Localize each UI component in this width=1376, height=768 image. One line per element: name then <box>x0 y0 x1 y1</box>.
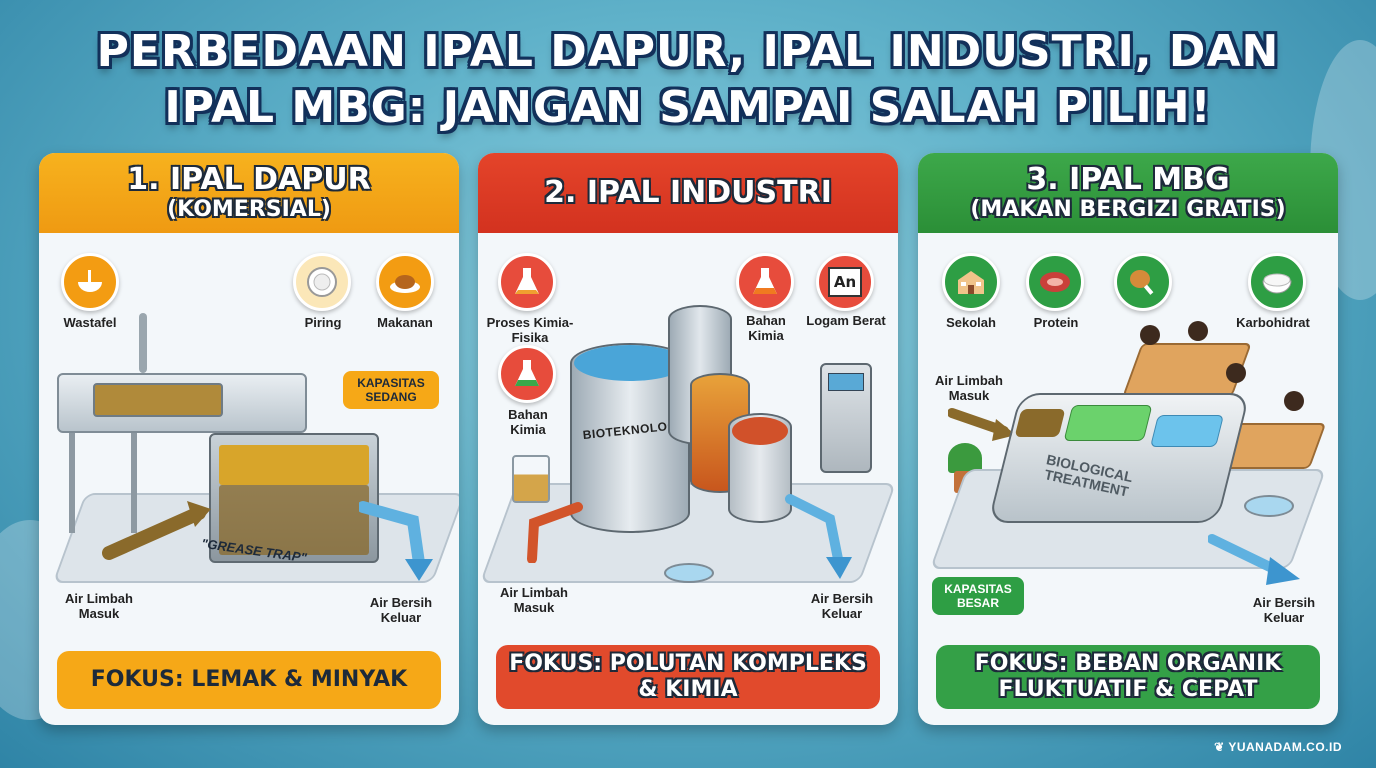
label-sekolah: Sekolah <box>946 315 996 330</box>
outflow-arrow-icon <box>1208 534 1300 585</box>
outflow-arrow-icon <box>359 501 433 581</box>
faucet <box>139 313 147 373</box>
leaf-icon: ❦ <box>1214 740 1229 754</box>
panel-header: 1. IPAL DAPUR (KOMERSIAL) <box>39 153 459 233</box>
kitchen-scene: Wastafel Piring Makanan KAPASITAS SEDANG… <box>39 233 459 643</box>
clean-water-chamber <box>1150 415 1224 447</box>
panel-header: 2. IPAL INDUSTRI <box>478 153 898 233</box>
chicken-leg-icon <box>1114 253 1172 311</box>
plate-icon <box>293 253 351 311</box>
school-icon <box>942 253 1000 311</box>
sink-icon <box>61 253 119 311</box>
mbg-scene: Sekolah Protein Karbohidrat Air Limbah M… <box>918 233 1338 643</box>
table-leg <box>69 433 75 533</box>
grease-layer <box>219 445 369 485</box>
panel-ipal-mbg: 3. IPAL MBG (MAKAN BERGIZI GRATIS) Sekol… <box>918 153 1338 725</box>
focus-banner: FOKUS: LEMAK & MINYAK <box>57 651 441 709</box>
waste-layer <box>219 485 369 555</box>
industry-scene: Proses Kimia-Fisika Bahan Kimia Bahan Ki… <box>478 233 898 643</box>
label-proses: Proses Kimia-Fisika <box>486 315 574 345</box>
aeration-chamber <box>1063 405 1153 441</box>
brand-logo: ❦ YUANADAM.CO.ID <box>1214 740 1342 754</box>
title-line-2: IPAL MBG: JANGAN SAMPAI SALAH PILIH! <box>164 82 1212 133</box>
table-leg <box>131 433 137 533</box>
plant-icon <box>948 443 982 473</box>
label-makanan: Makanan <box>377 315 433 330</box>
label-inflow: Air Limbah Masuk <box>935 373 1003 403</box>
student-avatar <box>1188 321 1208 341</box>
food-icon <box>376 253 434 311</box>
title-line-1: PERBEDAAN IPAL DAPUR, IPAL INDUSTRI, DAN <box>96 26 1280 77</box>
capacity-tag: KAPASITAS BESAR <box>932 577 1024 615</box>
panel-ipal-industri: 2. IPAL INDUSTRI Proses Kimia-Fisika Bah… <box>478 153 898 725</box>
student-avatar <box>1226 363 1246 383</box>
label-bahan-kimia-1: Bahan Kimia <box>746 313 786 343</box>
focus-banner: FOKUS: POLUTAN KOMPLEKS & KIMIA <box>496 645 880 709</box>
outflow-arrow-icon <box>785 494 852 579</box>
panel-title: 2. IPAL INDUSTRI <box>544 175 832 210</box>
green-flask-icon <box>498 345 556 403</box>
label-karbohidrat: Karbohidrat <box>1236 315 1310 330</box>
label-inflow: Air Limbah Masuk <box>65 591 133 621</box>
panel-subtitle: (MAKAN BERGIZI GRATIS) <box>970 197 1286 222</box>
inflow-arrow-icon <box>527 502 583 563</box>
sample-dish <box>1244 495 1294 517</box>
small-beaker <box>512 455 550 503</box>
metal-element-icon: An <box>816 253 874 311</box>
control-screen <box>828 373 864 391</box>
panel-subtitle: (KOMERSIAL) <box>167 197 331 222</box>
sample-dish <box>664 563 714 583</box>
sink-basin <box>93 383 223 417</box>
student-avatar <box>1284 391 1304 411</box>
student-avatar <box>1140 325 1160 345</box>
meat-icon <box>1026 253 1084 311</box>
panel-header: 3. IPAL MBG (MAKAN BERGIZI GRATIS) <box>918 153 1338 233</box>
label-outflow: Air Bersih Keluar <box>369 595 433 625</box>
label-logam-berat: Logam Berat <box>806 313 886 328</box>
label-piring: Piring <box>304 315 342 330</box>
label-bahan-kimia-2: Bahan Kimia <box>508 407 548 437</box>
label-outflow: Air Bersih Keluar <box>1252 595 1316 625</box>
label-protein: Protein <box>1033 315 1079 330</box>
label-outflow: Air Bersih Keluar <box>810 591 874 621</box>
flask-icon <box>498 253 556 311</box>
inlet-chamber <box>1014 409 1066 437</box>
element-symbol: An <box>828 267 862 297</box>
label-inflow: Air Limbah Masuk <box>500 585 568 615</box>
page-title: PERBEDAAN IPAL DAPUR, IPAL INDUSTRI, DAN… <box>0 24 1376 136</box>
panel-title: 3. IPAL MBG <box>1026 162 1230 197</box>
capacity-tag: KAPASITAS SEDANG <box>343 371 439 409</box>
panel-title: 1. IPAL DAPUR <box>127 162 371 197</box>
rice-bowl-icon <box>1248 253 1306 311</box>
focus-banner: FOKUS: BEBAN ORGANIK FLUKTUATIF & CEPAT <box>936 645 1320 709</box>
tank-water <box>574 345 686 381</box>
brand-name: YUANADAM.CO.ID <box>1228 740 1342 754</box>
inflow-arrow-icon <box>102 501 211 560</box>
mixing-tank-liquid <box>732 417 788 445</box>
label-wastafel: Wastafel <box>63 315 117 330</box>
panel-ipal-dapur: 1. IPAL DAPUR (KOMERSIAL) Wastafel Pirin… <box>39 153 459 725</box>
beaker-icon <box>736 253 794 311</box>
